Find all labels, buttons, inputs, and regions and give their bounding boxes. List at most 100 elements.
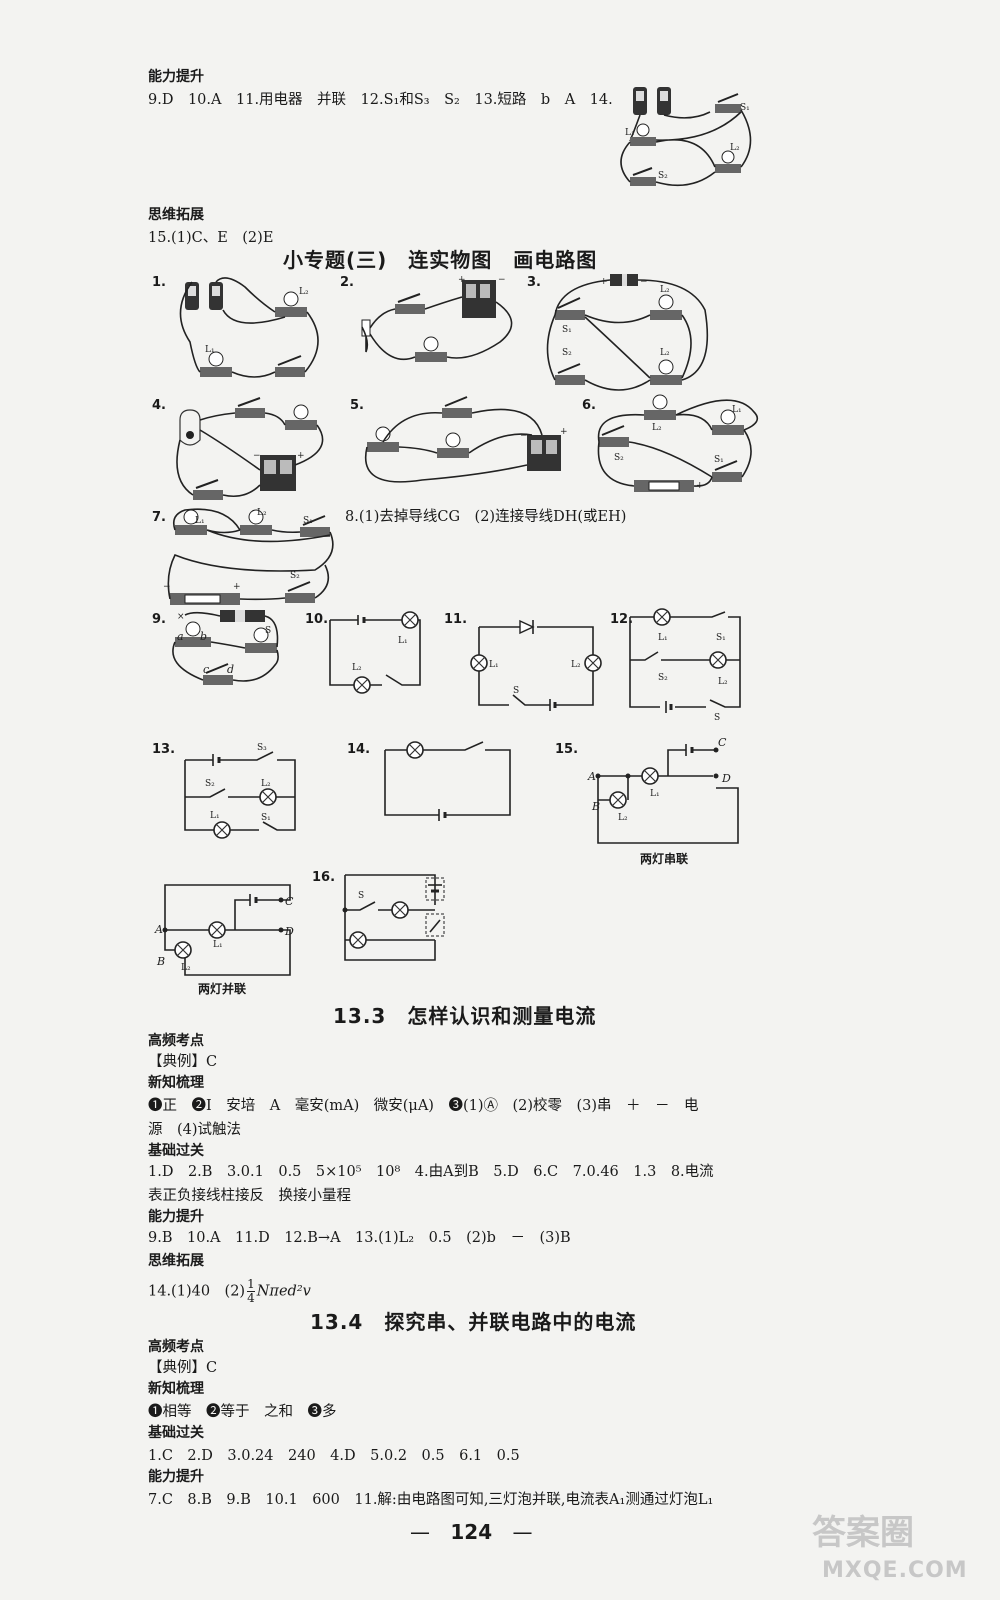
page-number-footer: — 124 — — [410, 1520, 532, 1544]
fig14-circuit-diagram — [384, 741, 511, 821]
svg-text:A: A — [154, 923, 163, 936]
fig-number-15: 15. — [555, 742, 579, 757]
svg-text:+: + — [458, 275, 466, 285]
s134-ability-line: 7.C 8.B 9.B 10.1 600 11.解:由电路图可知,三灯泡并联,电… — [148, 1492, 714, 1508]
svg-text:D: D — [284, 925, 294, 938]
fig-number-7: 7. — [152, 510, 166, 525]
watermark-url-text: MXQE.COM — [822, 1558, 968, 1583]
section-13-3-title: 13.3 怎样认识和测量电流 — [333, 1004, 597, 1028]
s133-heading-thinking: 思维拓展 — [148, 1253, 204, 1269]
svg-text:+: + — [560, 427, 568, 437]
fig4-physical-circuit: +− — [176, 397, 324, 500]
svg-text:S₂: S₂ — [562, 348, 572, 358]
answer-q8: 8.(1)去掉导线CG (2)连接导线DH(或EH) — [345, 509, 627, 525]
watermark-url: MXQE.COM — [822, 1558, 968, 1583]
s134-heading-basic: 基础过关 — [148, 1425, 204, 1441]
s134-example: 【典例】C — [148, 1360, 218, 1376]
svg-text:S: S — [265, 626, 271, 636]
fig-number-9: 9. — [152, 612, 166, 627]
svg-text:S₂: S₂ — [290, 571, 300, 581]
svg-text:L₁: L₁ — [650, 789, 660, 799]
s133-example: 【典例】C — [148, 1054, 218, 1070]
svg-text:c: c — [203, 663, 209, 676]
s133-knowledge-line-1: ❶正 ❷I 安培 A 毫安(mA) 微安(μA) ❸(1)Ⓐ (2)校零 (3)… — [148, 1098, 699, 1114]
fig15-circuit-diagram: A B C D L₁ L₂ — [587, 736, 739, 844]
svg-text:B: B — [156, 955, 165, 968]
s134-heading-ability: 能力提升 — [148, 1469, 204, 1485]
fraction-numerator: 1 — [247, 1277, 255, 1292]
watermark-text: 答案圈 — [812, 1513, 914, 1553]
fig15-parallel-circuit-diagram: A B C D L₁ L₂ — [154, 884, 294, 976]
svg-text:L₂: L₂ — [660, 285, 670, 295]
s134-knowledge-line: ❶相等 ❷等于 之和 ❸多 — [148, 1404, 337, 1420]
s133-knowledge-line-2: 源 (4)试触法 — [148, 1122, 242, 1138]
s133-thinking-prefix: 14.(1)40 (2) — [148, 1283, 246, 1300]
fig-number-11: 11. — [444, 612, 468, 627]
fig6-physical-circuit: −+ L₂ L₁ S₂ S₁ — [597, 394, 759, 492]
fig-number-14: 14. — [347, 742, 371, 757]
s134-basic-line: 1.C 2.D 3.0.24 240 4.D 5.0.2 0.5 6.1 0.5 — [148, 1448, 520, 1464]
svg-text:L₂: L₂ — [257, 508, 267, 518]
svg-text:S₃: S₃ — [257, 743, 267, 753]
svg-text:B: B — [591, 800, 600, 813]
svg-text:S₁: S₁ — [716, 633, 726, 643]
svg-text:S₁: S₁ — [261, 813, 271, 823]
section-heading-thinking: 思维拓展 — [148, 207, 204, 223]
svg-text:L₂: L₂ — [261, 779, 271, 789]
svg-text:L₂: L₂ — [299, 287, 309, 297]
svg-text:L₂: L₂ — [660, 348, 670, 358]
s133-heading-ability: 能力提升 — [148, 1209, 204, 1225]
svg-text:L₂: L₂ — [718, 677, 728, 687]
page-dash-left: — — [410, 1520, 430, 1544]
svg-text:d: d — [227, 663, 234, 676]
topic-title: 小专题(三) 连实物图 画电路图 — [283, 248, 598, 272]
fig-number-16: 16. — [312, 870, 336, 885]
page-dash-right: — — [512, 1520, 533, 1544]
svg-text:L₁: L₁ — [398, 636, 408, 646]
svg-text:A: A — [587, 770, 596, 783]
svg-text:L₂: L₂ — [618, 813, 628, 823]
answers-line-9-14: 9.D 10.A 11.用电器 并联 12.S₁和S₃ S₂ 13.短路 b A… — [148, 92, 613, 108]
s133-thinking-formula: Nπed²v — [256, 1283, 311, 1300]
fig11-circuit-diagram: L₁ L₂ S — [470, 619, 602, 711]
svg-text:−: − — [498, 275, 506, 285]
fig10-circuit-diagram: L₁ L₂ — [329, 611, 421, 694]
svg-text:S₂: S₂ — [658, 673, 668, 683]
fig-number-3: 3. — [527, 275, 541, 290]
fig-number-1: 1. — [152, 275, 166, 290]
section-heading-ability: 能力提升 — [148, 69, 204, 85]
svg-text:L₂: L₂ — [352, 663, 362, 673]
svg-text:a: a — [177, 630, 184, 643]
svg-text:C: C — [285, 895, 294, 908]
fig1-physical-circuit: L₂ L₁ — [179, 277, 319, 378]
s134-heading-high-frequency: 高频考点 — [148, 1339, 204, 1355]
s134-heading-new-knowledge: 新知梳理 — [148, 1381, 204, 1397]
svg-text:×: × — [177, 612, 185, 622]
svg-text:S₂: S₂ — [205, 779, 215, 789]
fig15-caption: 两灯串联 — [640, 852, 689, 866]
fig13-circuit-diagram: S₃ S₂ L₂ L₁ S₁ — [184, 743, 296, 839]
svg-text:L₂: L₂ — [181, 963, 191, 973]
fig12-circuit-diagram: L₁ S₁ S₂ L₂ S — [629, 608, 741, 723]
svg-text:−: − — [520, 431, 528, 441]
s133-heading-basic: 基础过关 — [148, 1143, 204, 1159]
svg-text:L₁: L₁ — [213, 940, 223, 950]
s133-heading-new-knowledge: 新知梳理 — [148, 1075, 204, 1091]
svg-text:S: S — [513, 686, 519, 696]
svg-text:D: D — [721, 772, 731, 785]
section-13-4-title: 13.4 探究串、并联电路中的电流 — [310, 1310, 637, 1334]
svg-text:S₁: S₁ — [303, 516, 313, 526]
svg-text:S₁: S₁ — [714, 455, 724, 465]
svg-text:L₁: L₁ — [205, 345, 215, 355]
svg-text:−: − — [253, 451, 261, 461]
fig-number-6: 6. — [582, 398, 596, 413]
fig-number-12: 12. — [610, 612, 634, 627]
svg-text:L₁: L₁ — [489, 660, 499, 670]
svg-text:L₂: L₂ — [652, 423, 662, 433]
svg-text:L₁: L₁ — [732, 405, 742, 415]
fig-number-4: 4. — [152, 398, 166, 413]
svg-text:L₁: L₁ — [195, 516, 205, 526]
svg-text:S₁: S₁ — [562, 325, 572, 335]
s133-ability-line: 9.B 10.A 11.D 12.B→A 13.(1)L₂ 0.5 (2)b －… — [148, 1230, 571, 1246]
svg-text:S₂: S₂ — [614, 453, 624, 463]
